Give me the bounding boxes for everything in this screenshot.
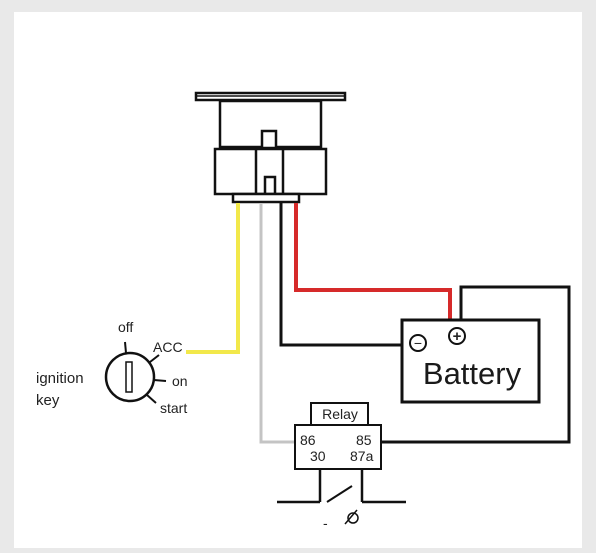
acc-tick (149, 354, 160, 363)
key-label: key (36, 392, 60, 409)
black-wire-ground (279, 203, 402, 347)
start-label: start (160, 400, 187, 416)
negative-terminal (409, 334, 427, 352)
red-wire (294, 203, 452, 324)
positive-symbol: + (453, 328, 462, 345)
start-tick (146, 394, 157, 404)
relay-pin-87a: 87a (350, 448, 374, 464)
relay-title: Relay (322, 406, 358, 422)
switch-label: - (323, 515, 328, 531)
switch-pivot (347, 512, 359, 524)
switch (277, 469, 406, 525)
yellow-wire (186, 203, 240, 354)
battery-label: Battery (423, 356, 522, 391)
relay-body (294, 424, 382, 470)
relay-pin-86: 86 (300, 432, 316, 448)
grey-wire (259, 203, 296, 444)
on-tick (153, 379, 167, 382)
negative-symbol: − (414, 335, 422, 351)
ignition-label: ignition (36, 370, 84, 387)
key-slot (125, 361, 133, 393)
on-label: on (172, 373, 188, 389)
relay: Relay 86 85 30 87a (294, 402, 382, 470)
starter-solenoid (194, 91, 347, 204)
acc-label: ACC (153, 339, 183, 355)
battery: − + Battery (400, 318, 541, 404)
off-tick (124, 341, 127, 354)
relay-pin-85: 85 (356, 432, 372, 448)
ignition-key (104, 341, 167, 404)
off-label: off (118, 319, 133, 335)
relay-pin-30: 30 (310, 448, 326, 464)
switch-arm (326, 485, 353, 503)
black-wire-relay (380, 285, 571, 444)
positive-terminal (448, 327, 466, 345)
